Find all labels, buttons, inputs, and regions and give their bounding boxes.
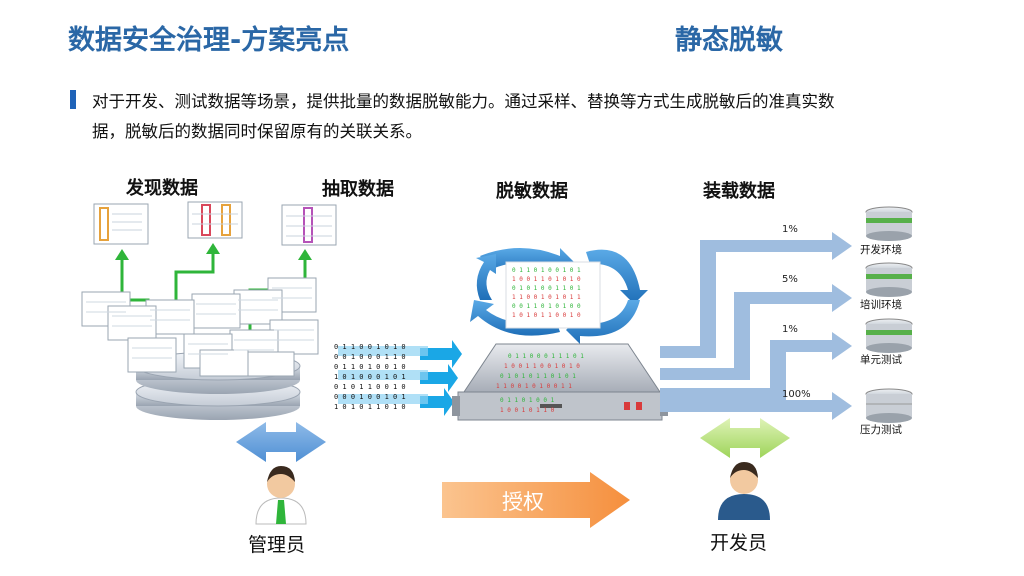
- source-tables: [81, 277, 319, 377]
- green-arrow-head-3: [298, 249, 312, 260]
- binary-row: 0 1 1 0 1 0 0 1 0: [334, 363, 406, 371]
- svg-text:1 1 0 0 1 0 1 0 1 1: 1 1 0 0 1 0 1 0 1 1: [512, 294, 581, 301]
- svg-text:0 0 1 1 0 1 0 1 0 0: 0 0 1 1 0 1 0 1 0 0: [512, 303, 581, 310]
- target-unit-pct: 1%: [782, 324, 798, 335]
- green-arrow-head-2: [206, 243, 220, 254]
- developer-label: 开发员: [710, 532, 768, 554]
- bullet-bar: [70, 90, 76, 109]
- binary-row: 0 0 1 0 0 0 1 1 0: [334, 353, 406, 361]
- svg-text:0 1 0 1 0 1 1 0 1 0 1: 0 1 0 1 0 1 1 0 1 0 1: [500, 373, 576, 380]
- stage-extract-label: 抽取数据: [322, 179, 394, 200]
- svg-text:0 1 0 1 0 0 1 1 0 1: 0 1 0 1 0 0 1 1 0 1: [512, 285, 581, 292]
- target-training-label: 培训环境: [860, 299, 902, 311]
- db-stress-test: [865, 388, 913, 423]
- svg-text:0 1 1 0 1 0 0 1: 0 1 1 0 1 0 0 1: [500, 397, 555, 404]
- page-title: 数据安全治理-方案亮点: [68, 25, 350, 56]
- page-subtitle: 静态脱敏: [675, 25, 783, 56]
- description-line-2: 据，脱敏后的数据同时保留原有的关联关系。: [92, 122, 422, 141]
- db-training: [865, 262, 913, 297]
- masking-binary: 0 1 1 0 1 0 0 1 0 1 1 0 0 1 1 0 1 0 1 0 …: [512, 267, 581, 319]
- extract-bars: [338, 346, 428, 404]
- svg-text:1 0 0 1 0 1 1 0: 1 0 0 1 0 1 1 0: [500, 407, 555, 414]
- description-line-1: 对于开发、测试数据等场景，提供批量的数据脱敏能力。通过采样、替换等方式生成脱敏后…: [92, 92, 835, 111]
- svg-text:0 1 1 0 0 0 1 1 1 0 1: 0 1 1 0 0 0 1 1 1 0 1: [508, 353, 584, 360]
- admin-double-arrow: [236, 422, 326, 462]
- target-unit-label: 单元测试: [860, 354, 902, 366]
- svg-text:0 1 1 0 1 0 0 1 0 1: 0 1 1 0 1 0 0 1 0 1: [512, 267, 581, 274]
- target-stress-label: 压力测试: [860, 424, 902, 436]
- admin-person-icon: [255, 466, 307, 525]
- target-dev-pct: 1%: [782, 224, 798, 235]
- stage-load-label: 装载数据: [703, 181, 775, 202]
- svg-text:1 0 0 1 1 0 1 0 1 0: 1 0 0 1 1 0 1 0 1 0: [512, 276, 581, 283]
- masking-cycle: [470, 248, 648, 344]
- svg-text:1 1 0 0 1 0 1 0 0 1 1: 1 1 0 0 1 0 1 0 0 1 1: [496, 383, 572, 390]
- target-dev-label: 开发环境: [860, 244, 902, 256]
- db-dev: [865, 206, 913, 241]
- developer-double-arrow: [700, 418, 790, 458]
- admin-label: 管理员: [248, 534, 306, 556]
- stage-discover-label: 发现数据: [126, 178, 198, 199]
- load-arrows: [660, 232, 852, 420]
- svg-text:1 0 0 1 1 0 0 1 0 1 0: 1 0 0 1 1 0 0 1 0 1 0: [504, 363, 580, 370]
- extract-arrows: [420, 340, 462, 416]
- discovered-table-2: [187, 201, 243, 239]
- green-arrow-head-1: [115, 249, 129, 260]
- binary-row: 1 0 1 0 1 1 0 1 0: [334, 403, 406, 411]
- binary-row: 0 0 0 1 0 0 1 0 1: [334, 393, 406, 401]
- authorize-arrow: [442, 472, 630, 528]
- binary-row: 0 1 1 0 0 1 0 1 0: [334, 343, 406, 351]
- binary-row: 0 1 0 1 1 0 0 1 0: [334, 383, 406, 391]
- target-stress-pct: 100%: [782, 389, 811, 400]
- discovered-table-3: [281, 204, 337, 246]
- db-unit-test: [865, 318, 913, 353]
- description: 对于开发、测试数据等场景，提供批量的数据脱敏能力。通过采样、替换等方式生成脱敏后…: [92, 87, 972, 147]
- extract-binary-block: 0 1 1 0 0 1 0 1 0 0 0 1 0 0 0 1 1 0 0 1 …: [334, 342, 406, 412]
- authorize-label: 授权: [502, 490, 544, 514]
- target-training-pct: 5%: [782, 274, 798, 285]
- server-binary: 0 1 1 0 0 0 1 1 1 0 1 1 0 0 1 1 0 0 1 0 …: [496, 353, 584, 414]
- discovered-table-1: [93, 203, 149, 245]
- stage-mask-label: 脱敏数据: [496, 181, 568, 202]
- developer-person-icon: [718, 462, 770, 520]
- svg-text:1 0 1 0 1 1 0 0 1 0: 1 0 1 0 1 1 0 0 1 0: [512, 312, 581, 319]
- binary-row: 1 0 1 0 0 0 1 0 1: [334, 373, 406, 381]
